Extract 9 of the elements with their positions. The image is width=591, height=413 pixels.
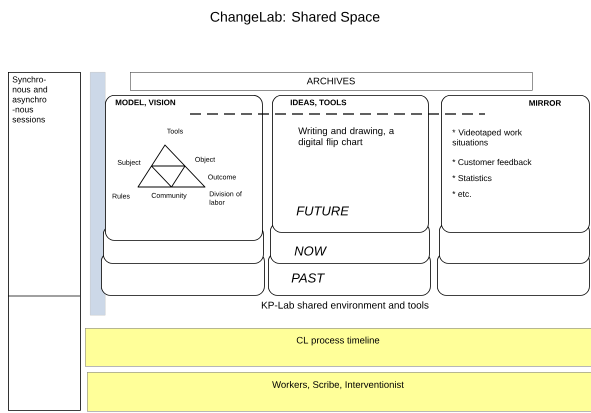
timeline-band: CL process timeline bbox=[85, 328, 591, 367]
shared-space-bar bbox=[90, 72, 106, 316]
role-band: Workers, Scribe, Interventionist bbox=[87, 372, 591, 412]
card: MIRROR * Videotaped work situations * Customer feedback * Statistics * etc. bbox=[441, 95, 590, 233]
session-column: Synchro- nous and asynchro -nous sessions bbox=[8, 72, 81, 411]
archive-bar: ARCHIVES bbox=[130, 72, 533, 91]
title: ChangeLab: Shared Space bbox=[210, 11, 380, 25]
card: IDEAS, TOOLS Writing and drawing, a digital flip chart FUTURE bbox=[272, 95, 429, 233]
caption-text: KP-Lab shared environment and tools bbox=[262, 301, 429, 309]
